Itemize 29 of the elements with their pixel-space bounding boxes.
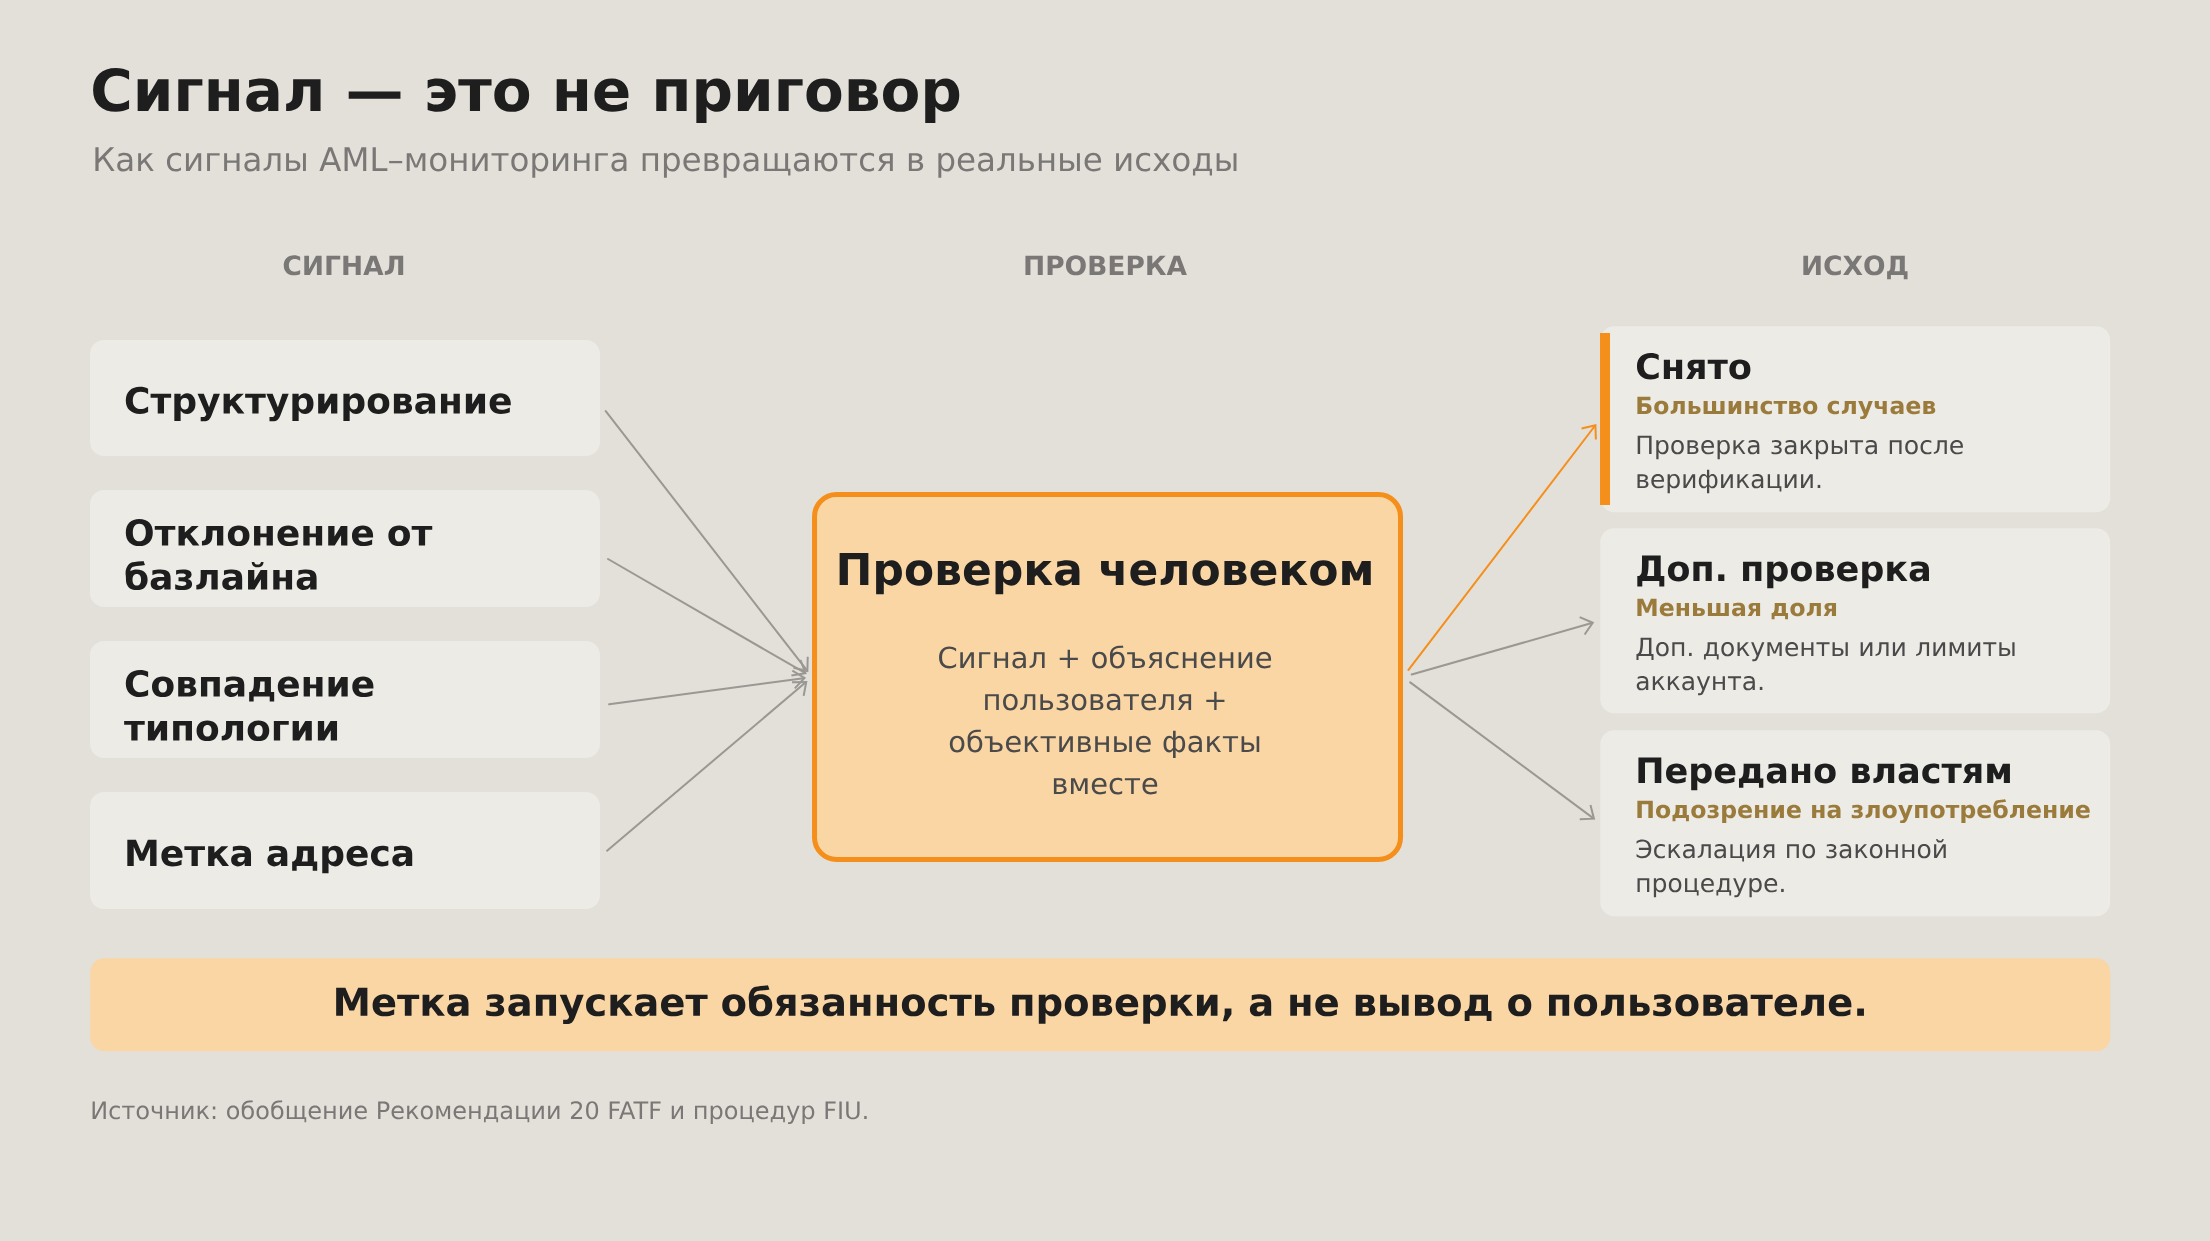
card-subheading: Большинство случаев xyxy=(1637,396,1936,420)
box-text: Сигнал + объяснение пользователя + объективные факты вместе xyxy=(939,645,1272,795)
card-subheading: Меньшая доля xyxy=(1637,598,1837,620)
card-text: Доп. документы или лимиты аккаунта. xyxy=(1636,637,2015,696)
card-heading: Передано властям xyxy=(1638,757,2010,791)
arrow xyxy=(608,669,807,706)
card-text: Эскалация по законной процедуре. xyxy=(1636,839,1946,898)
signal-box: Метка адреса xyxy=(90,792,600,909)
message-banner: Метка запускает обязанность проверки, а не вывод о пользователе. xyxy=(90,958,2111,1052)
card-subheading: Подозрение на злоупотребление xyxy=(1637,799,2090,824)
column-header: ИСХОД xyxy=(1803,255,1908,280)
box-heading: Проверка человеком xyxy=(839,552,1371,595)
card-text: Проверка закрыта после верификации. xyxy=(1637,435,1963,494)
signal-box: Отклонение от базлайна xyxy=(90,490,600,607)
arrow xyxy=(604,410,809,673)
arrow xyxy=(1409,681,1596,821)
card-heading: Доп. проверка xyxy=(1637,555,1929,589)
card-heading: Снято xyxy=(1636,353,1751,380)
arrow xyxy=(1410,616,1595,676)
column-header: СИГНАЛ xyxy=(283,255,404,276)
arrow xyxy=(607,558,807,677)
column-header: ПРОВЕРКА xyxy=(1025,255,1187,276)
source-note: Источник: обобщение Рекомендации 20 FATF и процедур FIU. xyxy=(92,1100,867,1124)
title: Сигнал — это не приговор xyxy=(93,67,960,124)
arrow xyxy=(606,680,808,852)
subtitle: Как сигналы AML–мониторинга превращаются в реальные исходы xyxy=(95,147,1237,178)
signal-box: Структурирование xyxy=(90,340,600,456)
signal-box: Совпадение типологии xyxy=(90,641,600,758)
arrow xyxy=(1407,423,1597,671)
